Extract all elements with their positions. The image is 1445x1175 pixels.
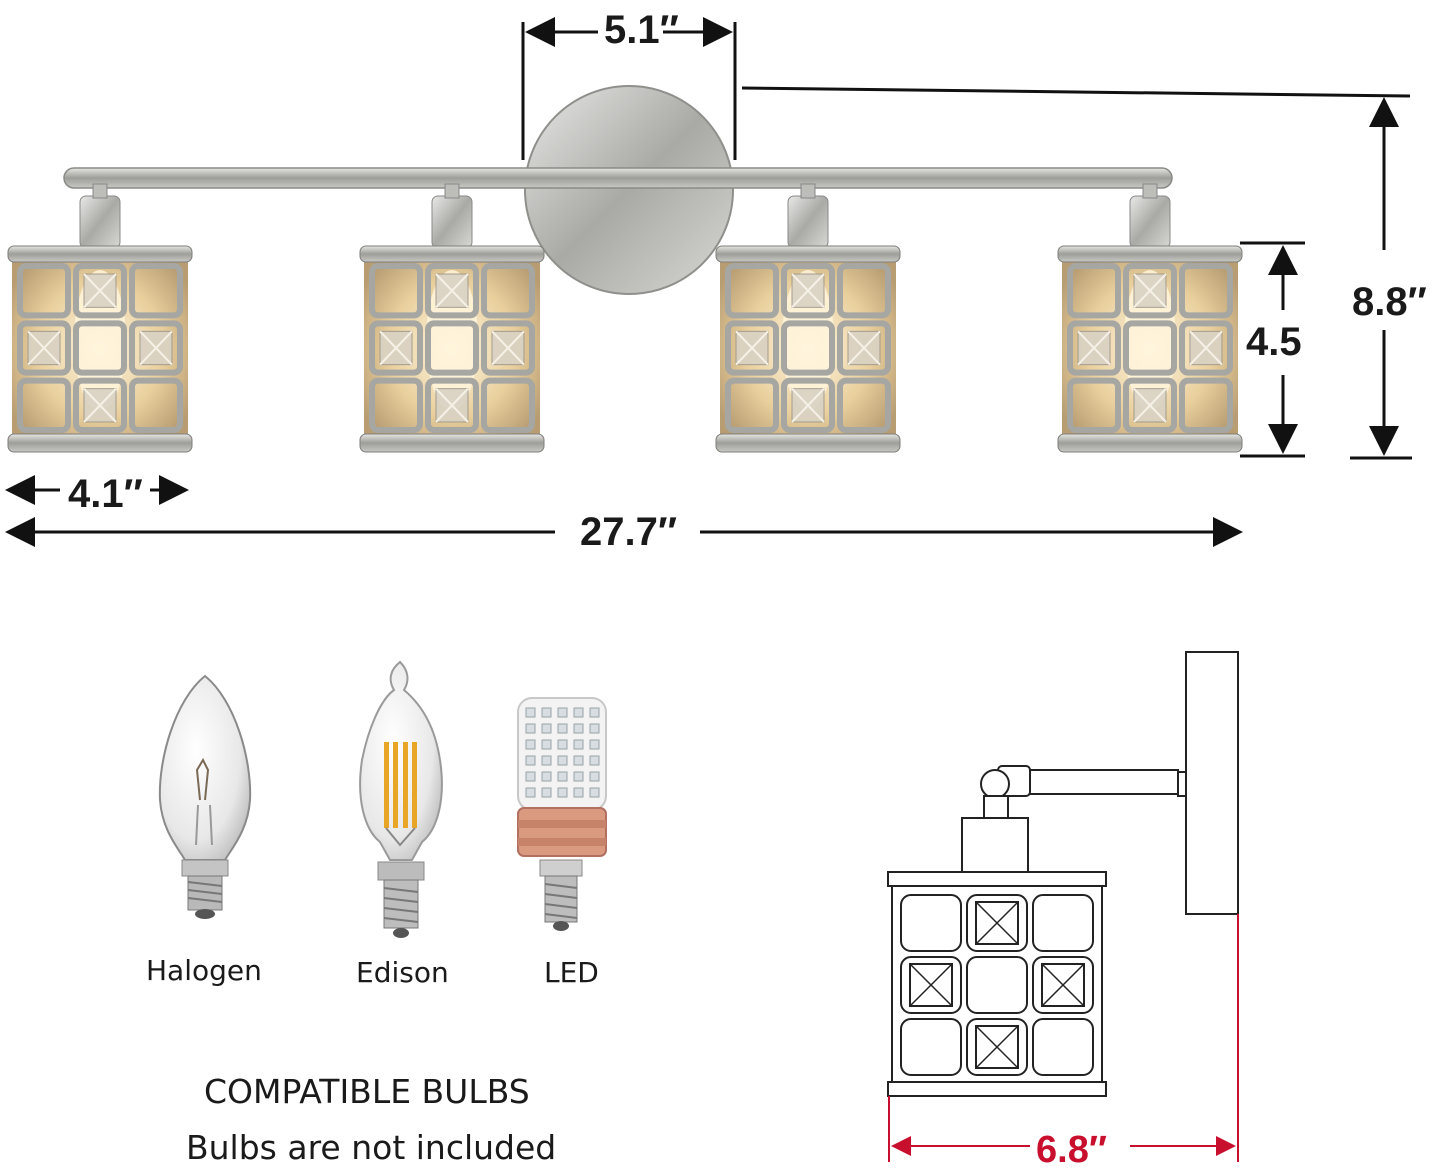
shade-width-label: 4.1″ — [68, 472, 143, 516]
bulbs-not-included-note: Bulbs are not included — [186, 1128, 557, 1167]
vanity-light-fixture — [7, 85, 1243, 453]
compatible-bulbs-title: COMPATIBLE BULBS — [204, 1072, 530, 1111]
wall-canopy — [524, 85, 734, 295]
extension-dimension-lines — [888, 914, 1239, 1162]
bulb-label-led: LED — [544, 956, 599, 989]
light-shade-2 — [359, 183, 545, 453]
dimension-lines — [4, 17, 1412, 547]
overall-width-label: 27.7″ — [580, 510, 678, 554]
led-bulb-icon — [517, 697, 607, 931]
bulb-label-halogen: Halogen — [146, 954, 262, 987]
mounting-bar — [63, 167, 1173, 189]
bulb-label-edison: Edison — [356, 956, 449, 989]
canopy-width-label: 5.1″ — [604, 8, 679, 52]
light-shade-3 — [715, 183, 901, 453]
overall-height-label: 8.8″ — [1352, 280, 1427, 324]
extension-label: 6.8′′ — [1036, 1129, 1108, 1171]
side-view-drawing — [887, 651, 1239, 1097]
light-shade-1 — [7, 183, 193, 453]
halogen-bulb-icon — [158, 674, 252, 919]
shade-height-label: 4.5 — [1246, 320, 1302, 364]
edison-bulb-icon — [359, 660, 443, 938]
light-shade-4 — [1057, 183, 1243, 453]
